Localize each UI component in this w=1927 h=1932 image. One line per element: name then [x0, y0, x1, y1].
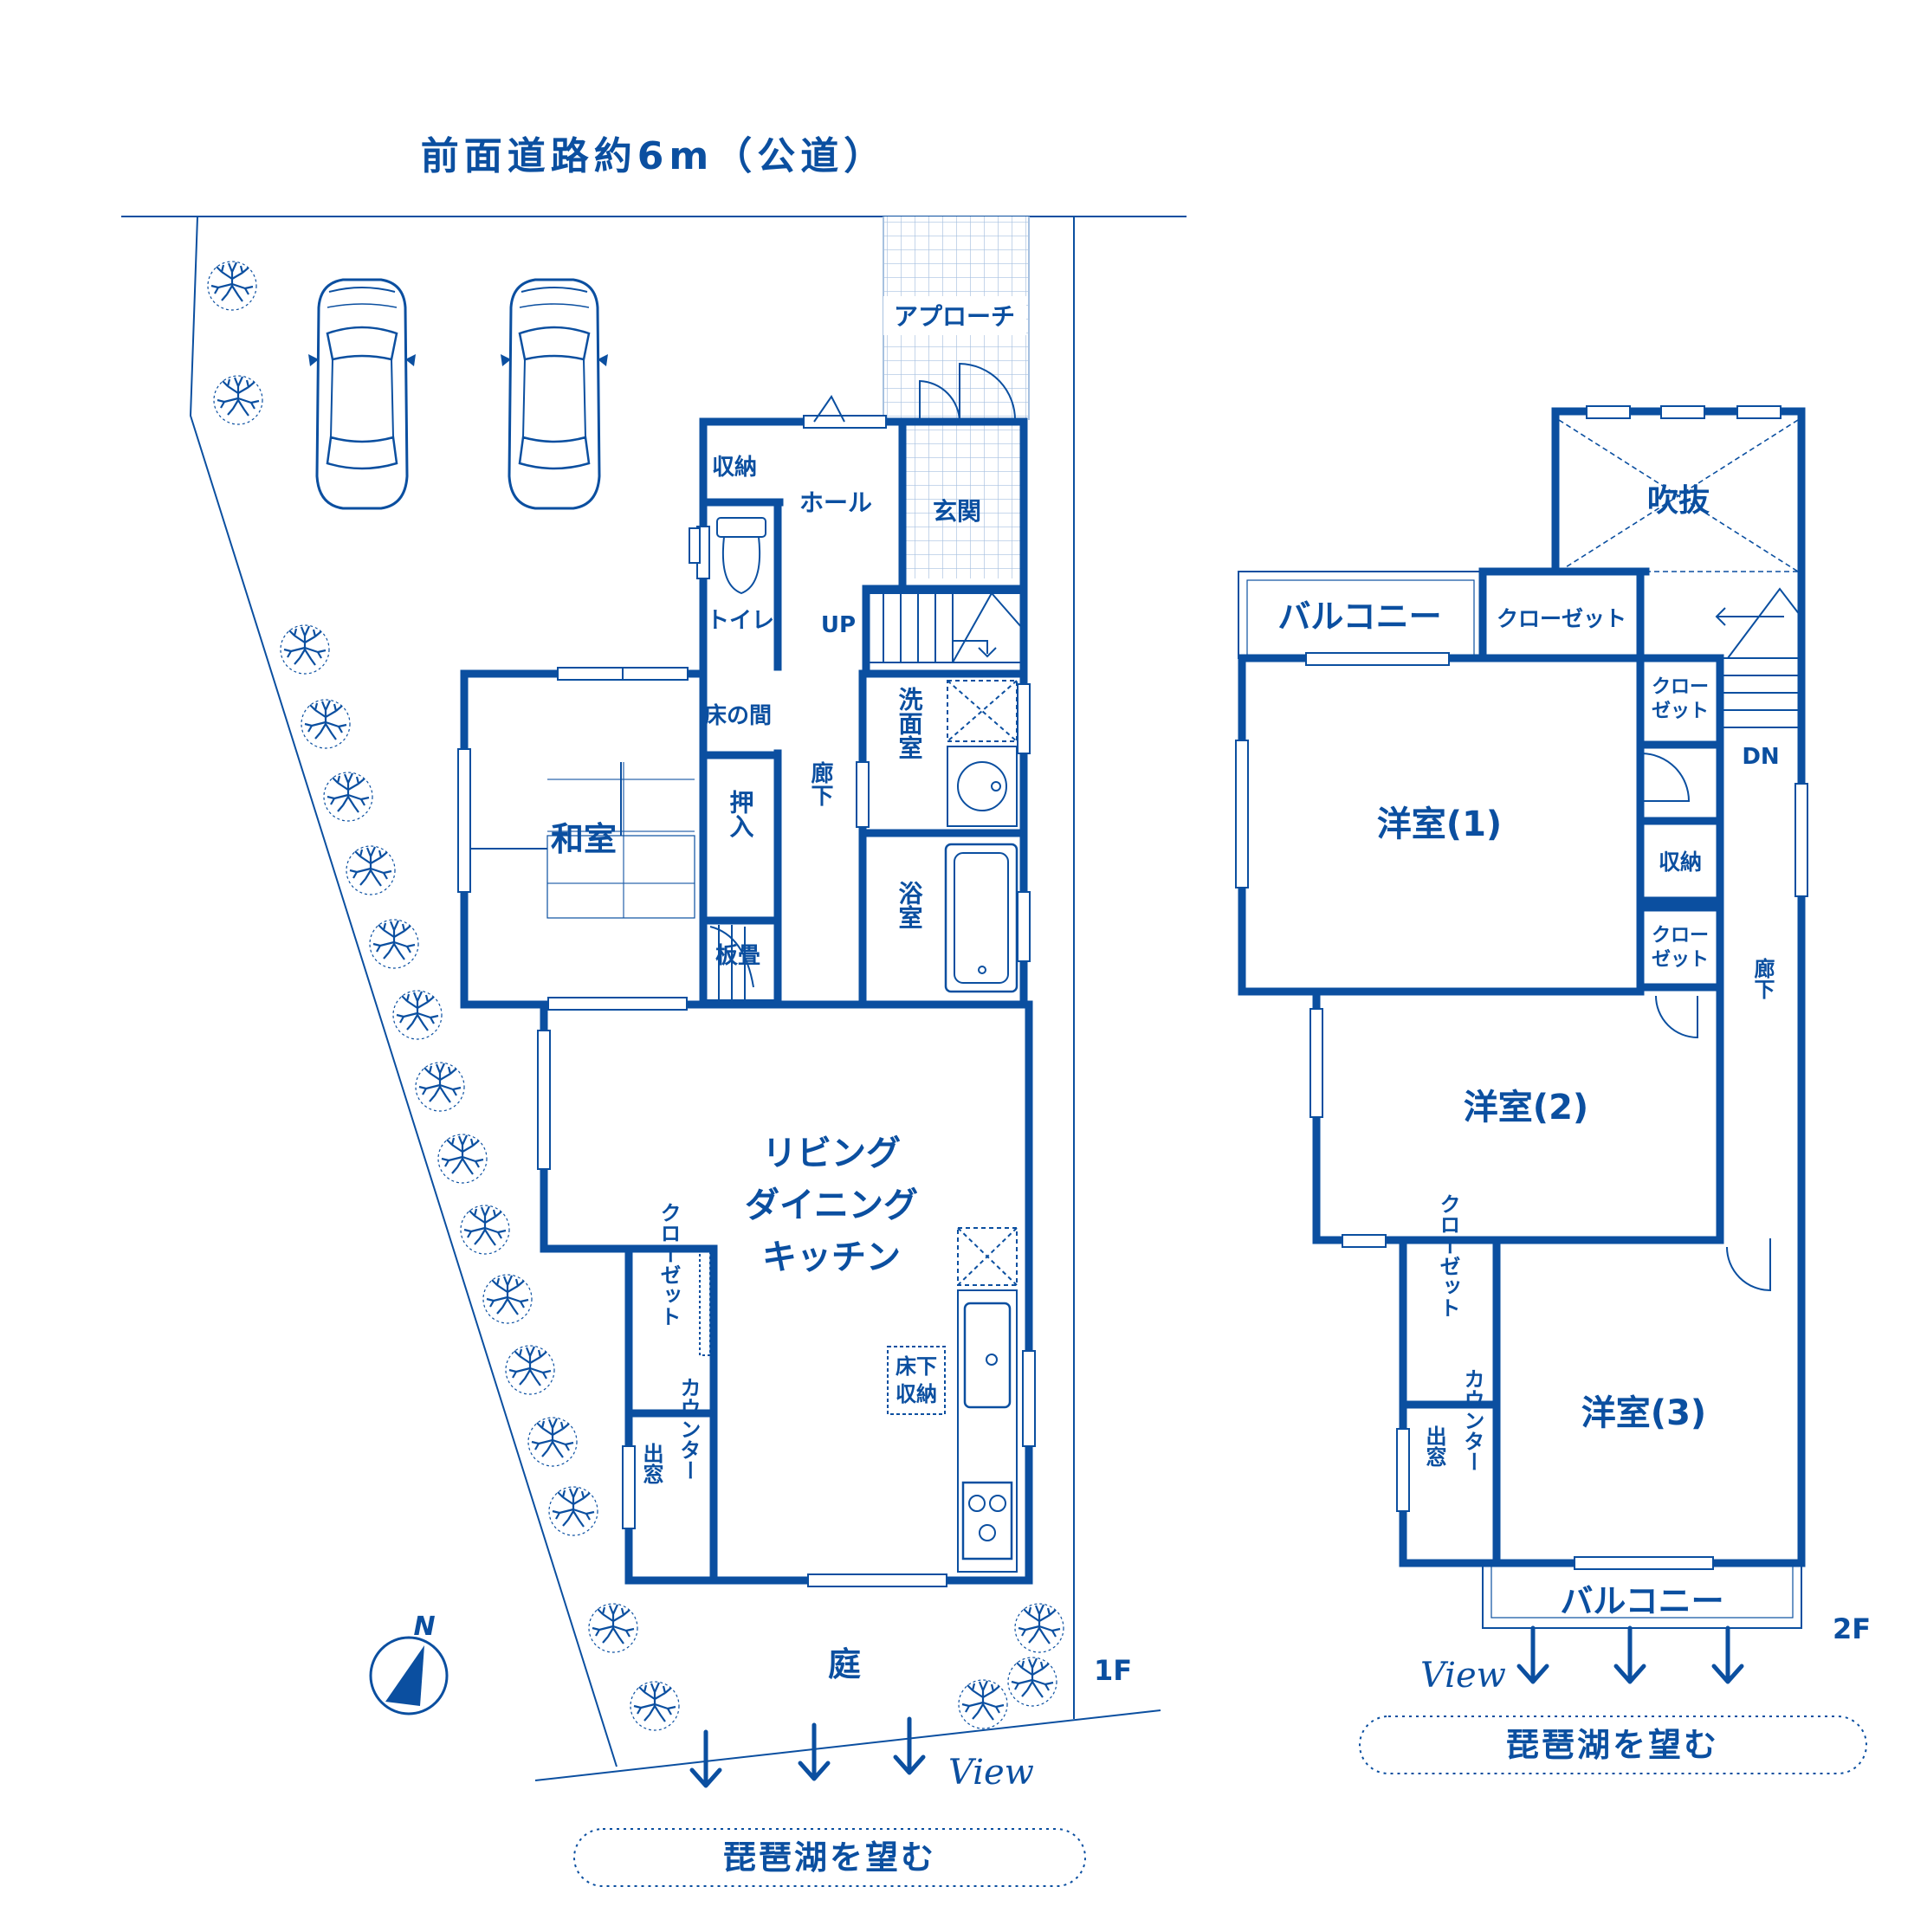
compass-icon: N	[369, 1612, 449, 1716]
western3-label: 洋室(3)	[1581, 1393, 1706, 1433]
western1-label: 洋室(1)	[1377, 804, 1502, 844]
counter-label: カウンター	[676, 1377, 701, 1481]
closet-mid-label-1: クロー	[1652, 925, 1709, 947]
ldk-label-kitchen: キッチン	[762, 1237, 901, 1277]
toilet-fixture	[716, 517, 766, 595]
entrance-label: 玄関	[933, 497, 981, 526]
car-icon	[307, 278, 417, 510]
floor1-doors	[779, 362, 1017, 563]
car-icon	[499, 278, 610, 510]
compass-north: N	[413, 1612, 435, 1642]
underfloor-label-2: 収納	[896, 1382, 937, 1406]
balcony-bottom-label: バルコニー	[1560, 1582, 1723, 1620]
site-boundary-west	[189, 216, 618, 1767]
corridor-2f-label: 廊下	[1750, 957, 1775, 999]
floor1-stairs	[702, 592, 1023, 1001]
corridor-label: 廊下	[807, 760, 833, 806]
fukinuke-void	[1558, 419, 1799, 572]
floor2-stairs	[1641, 587, 1801, 1292]
toilet-label: トイレ	[707, 608, 774, 634]
floor2-label: 2F	[1833, 1612, 1871, 1645]
site-boundary-south	[534, 1709, 1161, 1781]
kitchen-fixtures	[699, 1227, 1018, 1573]
itatatami-label: 板畳	[715, 943, 760, 969]
counter-2f-label: カウンター	[1460, 1368, 1484, 1472]
fukinuke-label: 吹抜	[1647, 483, 1710, 519]
bathroom-label: 浴室	[896, 881, 924, 929]
balcony-top-label: バルコニー	[1277, 598, 1441, 636]
lake-label-1f: 琵琶湖を望む	[723, 1838, 936, 1877]
view-arrows-2f: View	[1420, 1628, 1742, 1696]
dn-label: DN	[1742, 744, 1779, 770]
lake-badge-1f	[573, 1828, 1086, 1887]
floor1-windows	[457, 415, 1036, 1587]
demado-label: 出窓	[639, 1443, 663, 1484]
floor2-walls	[1238, 407, 1806, 1567]
entrance-tile	[905, 424, 1024, 578]
underfloor-label-1: 床下	[896, 1354, 937, 1379]
tokonoma-label: 床の間	[704, 702, 772, 729]
hall-label: ホール	[799, 488, 872, 517]
wash-fixtures	[944, 680, 1018, 993]
up-label: UP	[821, 612, 856, 638]
lake-badge-2f	[1359, 1716, 1867, 1774]
washroom-label: 洗面室	[896, 687, 924, 759]
view-arrows-1f: View	[692, 1719, 1034, 1793]
floor1-label: 1F	[1094, 1654, 1132, 1687]
closet-vertical-label: クローゼット	[1436, 1193, 1460, 1318]
approach-label: アプローチ	[894, 302, 1015, 331]
oshiire-label: 押入	[727, 789, 755, 838]
closet-top-label: クローゼット	[1497, 606, 1626, 631]
view-label-2f: View	[1420, 1656, 1506, 1696]
view-label-1f: View	[948, 1753, 1034, 1793]
washitsu-label: 和室	[551, 820, 617, 858]
ldk-label-dining: ダイニング	[745, 1186, 918, 1225]
demado-2f-label: 出窓	[1422, 1425, 1446, 1467]
lake-label-2f: 琵琶湖を望む	[1506, 1726, 1719, 1764]
storage-2f-label: 収納	[1659, 850, 1702, 875]
storage-label: 収納	[712, 454, 757, 481]
road-label: 前面道路約6m（公道）	[421, 134, 887, 178]
closet-mid-label-2: ゼット	[1652, 949, 1709, 971]
western2-label: 洋室(2)	[1464, 1088, 1588, 1128]
closet-small-label-1: クロー	[1652, 676, 1709, 698]
closet-label: クローゼット	[656, 1202, 681, 1327]
garden-label: 庭	[828, 1645, 861, 1683]
closet-small-label-2: ゼット	[1652, 701, 1709, 722]
ldk-label-living: リビング	[762, 1134, 901, 1173]
floor2-windows	[1235, 405, 1808, 1570]
